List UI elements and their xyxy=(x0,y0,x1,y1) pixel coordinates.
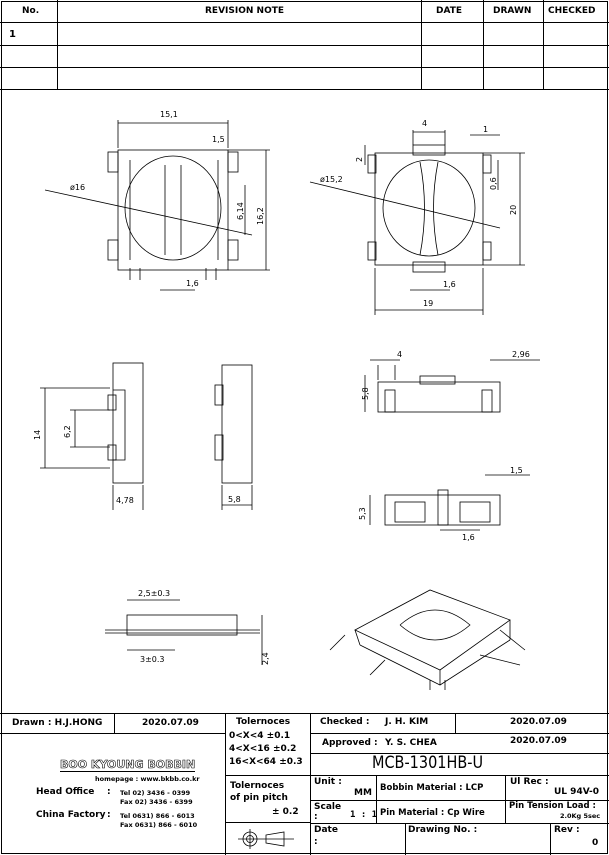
scale-label: Scale xyxy=(314,802,342,812)
section-view: 1,5 5,3 1,6 xyxy=(358,466,530,542)
pitch-value: ± 0.2 xyxy=(272,807,299,817)
dim-pin-top: 2,5±0.3 xyxy=(138,589,170,598)
head-office-label: Head Office xyxy=(36,787,95,797)
homepage: homepage : www.bkbb.co.kr xyxy=(95,775,200,783)
revision-no: 1 xyxy=(9,29,16,40)
dim-bottom-width: 19 xyxy=(423,299,433,308)
scale-value: 1 : 1 xyxy=(350,810,378,820)
dim-top-inner: 6,14 xyxy=(236,202,245,220)
dim-front-height: 5,8 xyxy=(361,387,370,400)
header-no: No. xyxy=(22,6,40,16)
dim-front-slot: 4 xyxy=(397,350,402,359)
header-drawn: DRAWN xyxy=(493,6,532,16)
unit-label: Unit : xyxy=(314,777,342,787)
dim-section-pin: 1,6 xyxy=(462,533,475,542)
side-section-view: 14 6,2 4,78 xyxy=(33,362,144,510)
tolerances-title: Tolernoces xyxy=(236,717,291,727)
dim-top-pin: 1,6 xyxy=(186,279,199,288)
checked-label: Checked : xyxy=(320,717,370,727)
technical-drawings: 15,1 1,5 ø16 6,14 16,2 1,6 4 1 2 ø15,2 0… xyxy=(33,110,540,690)
tolerance-1: 0<X<4 ±0.1 xyxy=(229,731,291,741)
colon: : xyxy=(107,810,111,820)
approved-date: 2020.07.09 xyxy=(510,736,567,746)
checked-date: 2020.07.09 xyxy=(510,717,567,727)
header-revision-note: REVISION NOTE xyxy=(205,6,285,16)
china-factory-label: China Factory xyxy=(36,810,106,820)
dim-pin-height: 2,4 xyxy=(261,652,270,665)
dim-bottom-thick: 0,6 xyxy=(489,177,498,190)
dim-section-height: 5,3 xyxy=(358,507,367,520)
date-label: Date xyxy=(314,825,338,835)
pin-material: Pin Material : Cp Wire xyxy=(380,808,485,818)
tension-value: 2.0Kg 5sec xyxy=(560,812,601,820)
china-fax: Fax 0631) 866 - 6010 xyxy=(120,821,198,829)
tension-label: Pin Tension Load : xyxy=(509,801,596,811)
dim-side-inner: 6,2 xyxy=(63,425,72,438)
end-view: 5,8 xyxy=(214,364,253,510)
dim-section-tab: 1,5 xyxy=(510,466,523,475)
tolerance-3: 16<X<64 ±0.3 xyxy=(229,757,303,767)
front-view: 4 2,96 5,8 xyxy=(361,350,540,413)
rev-label: Rev : xyxy=(554,825,580,835)
dim-side-depth: 4,78 xyxy=(116,496,134,505)
colon: : xyxy=(107,787,111,797)
tolerance-2: 4<X<16 ±0.2 xyxy=(229,744,297,754)
ul-value: UL 94V-0 xyxy=(554,787,600,797)
dim-bottom-pin: 1,6 xyxy=(443,280,456,289)
dim-top-dia: ø16 xyxy=(70,183,85,192)
pitch-title-2: of pin pitch xyxy=(230,793,288,803)
dim-top-width: 15,1 xyxy=(160,110,178,119)
bobbin-material: Bobbin Material : LCP xyxy=(380,783,484,793)
dim-bottom-height: 20 xyxy=(509,205,518,215)
dim-bottom-gap: 2 xyxy=(355,157,364,162)
rev-value: 0 xyxy=(592,838,599,848)
isometric-view xyxy=(329,589,526,690)
dim-pin-bottom: 3±0.3 xyxy=(140,655,165,664)
head-tel: Tel 02) 3436 - 0399 xyxy=(120,789,191,797)
pin-view: 2,5±0.3 3±0.3 2,4 xyxy=(105,589,270,665)
dim-bottom-tab: 1 xyxy=(483,125,488,134)
approved-name: Y. S. CHEA xyxy=(385,738,437,748)
dim-end-depth: 5,8 xyxy=(228,495,241,504)
company-name: BOO KYOUNG BOBBIN xyxy=(60,758,196,772)
pitch-title-1: Tolernoces xyxy=(230,781,285,791)
dim-bottom-slot: 4 xyxy=(422,119,427,128)
dim-top-tab: 1,5 xyxy=(212,135,225,144)
head-fax: Fax 02) 3436 - 6399 xyxy=(120,798,193,806)
top-view: 15,1 1,5 ø16 6,14 16,2 1,6 xyxy=(44,110,270,291)
dim-top-height: 16,2 xyxy=(256,207,265,225)
dim-side-height: 14 xyxy=(33,430,42,440)
header-date: DATE xyxy=(436,6,463,16)
unit-value: MM xyxy=(354,788,372,798)
drawing-no-label: Drawing No. : xyxy=(408,825,478,835)
checked-name: J. H. KIM xyxy=(385,717,429,727)
bottom-view: 4 1 2 ø15,2 0,6 20 1,6 19 xyxy=(309,119,525,315)
china-tel: Tel 0631) 866 - 6013 xyxy=(120,812,195,820)
scale-colon: : xyxy=(314,812,318,822)
approved-label: Approved : xyxy=(322,738,378,748)
date-colon: : xyxy=(314,837,318,847)
projection-symbol-icon xyxy=(238,829,294,849)
header-checked: CHECKED xyxy=(548,6,596,16)
dim-front-offset: 2,96 xyxy=(512,350,530,359)
ul-label: Ul Rec : xyxy=(510,777,549,787)
part-number: MCB-1301HB-U xyxy=(372,753,484,773)
dim-bottom-dia: ø15,2 xyxy=(320,175,343,184)
drawn-date: 2020.07.09 xyxy=(142,718,199,728)
drawn-by: Drawn : H.J.HONG xyxy=(12,718,103,728)
